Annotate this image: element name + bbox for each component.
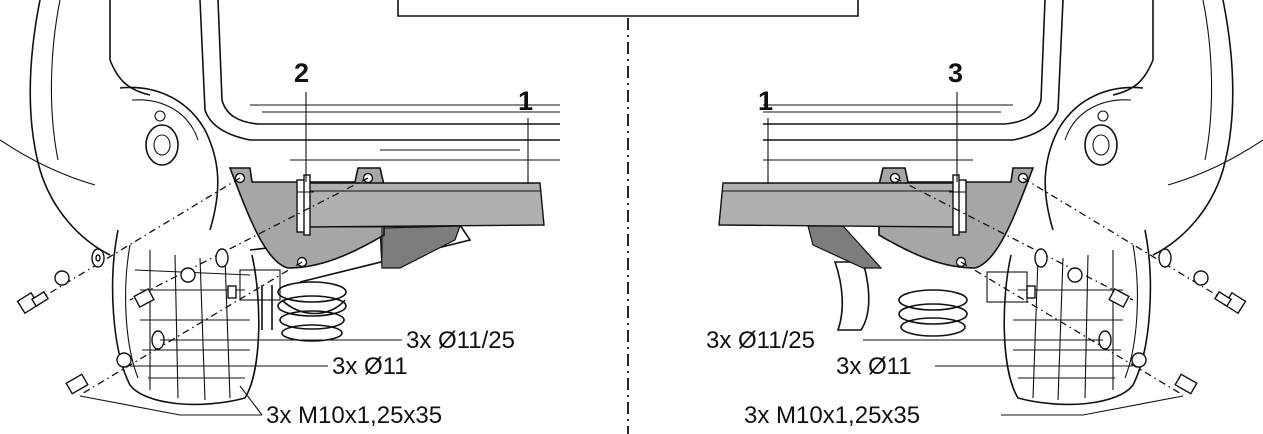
left-spec-washer-large: 3x Ø11/25 xyxy=(406,327,515,354)
left-wheel xyxy=(111,229,260,406)
left-spring xyxy=(239,269,347,342)
left-spec-washer-small: 3x Ø11 xyxy=(332,353,408,380)
left-nut-lower xyxy=(116,352,132,368)
right-spec-washer-large: 3x Ø11/25 xyxy=(706,327,815,354)
right-wheel xyxy=(1003,229,1152,406)
left-vehicle-body xyxy=(0,0,560,256)
right-clamp-bracket xyxy=(949,174,967,236)
right-label-3: 3 xyxy=(948,58,963,88)
left-clip xyxy=(227,285,237,299)
left-nut-upper xyxy=(54,270,70,286)
left-leaders xyxy=(79,92,529,416)
right-geometry xyxy=(718,0,1263,416)
left-bolt-upper xyxy=(16,290,50,315)
left-clamp-bracket xyxy=(296,174,314,236)
left-bolt-mid xyxy=(133,287,155,309)
right-label-1: 1 xyxy=(758,86,773,116)
right-leaders xyxy=(767,92,1184,416)
right-spring xyxy=(833,261,1028,337)
right-hardware xyxy=(1026,248,1247,395)
top-frame xyxy=(397,0,859,17)
left-nut-mid xyxy=(180,267,196,283)
right-view: 3 1 3x Ø11/25 3x Ø11 3x M10x1,25x35 xyxy=(706,0,1263,429)
left-spec-bolt: 3x M10x1,25x35 xyxy=(266,402,442,429)
left-washer-mid xyxy=(215,248,229,268)
left-bolt-lower xyxy=(65,373,89,395)
left-hardware xyxy=(16,248,237,395)
right-vehicle-body xyxy=(763,0,1263,256)
left-label-1: 1 xyxy=(518,86,533,116)
left-label-2: 2 xyxy=(294,58,309,88)
left-view: 2 1 3x Ø11/25 3x Ø11 3x M10x1,25x35 xyxy=(0,0,560,429)
right-spec-washer-small: 3x Ø11 xyxy=(836,353,912,380)
left-crossbar xyxy=(305,182,545,228)
right-crossbar xyxy=(718,182,958,228)
right-spec-bolt: 3x M10x1,25x35 xyxy=(744,402,920,429)
